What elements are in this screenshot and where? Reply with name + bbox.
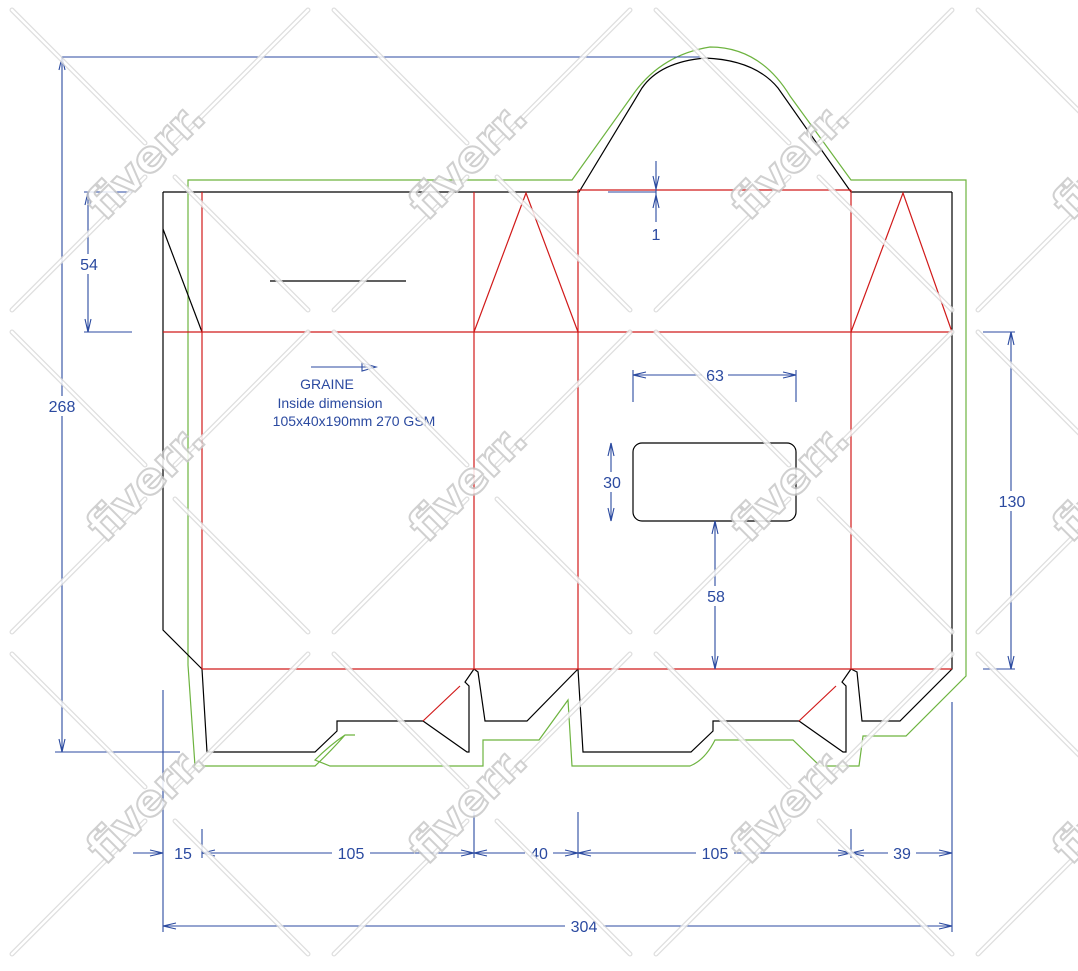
dim-window-width: 63: [706, 368, 724, 385]
svg-text:fiverr.: fiverr.: [77, 413, 216, 552]
dim-total-height: 268: [49, 399, 76, 416]
dim-glue-flap: 15: [174, 846, 192, 863]
dim-window-height: 30: [603, 475, 621, 492]
cut-outline: [162, 57, 953, 753]
dim-handle-offset: 1: [652, 227, 661, 244]
crease-lines: [163, 189, 953, 670]
spec-note: GRAINE Inside dimension 105x40x190mm 270…: [273, 362, 436, 429]
bleed-outline: [187, 46, 967, 767]
svg-text:fiverr.: fiverr.: [77, 91, 216, 230]
dim-front-height: 130: [999, 494, 1026, 511]
dim-panel-side-2: 39: [893, 846, 911, 863]
note-spec: 105x40x190mm 270 GSM: [273, 413, 436, 429]
dim-panel-front: 105: [338, 846, 365, 863]
watermark-overlay: fiverr. fiverr. fiverr. fiverr. fiverr. …: [9, 7, 1078, 954]
note-title: GRAINE: [300, 376, 354, 392]
svg-text:fiverr.: fiverr.: [1043, 91, 1078, 230]
dim-top-flap: 54: [80, 257, 98, 274]
svg-text:fiverr.: fiverr.: [721, 413, 860, 552]
svg-text:fiverr.: fiverr.: [1043, 735, 1078, 874]
dimensions: 268 54 1 63 30 58 13: [44, 56, 1030, 936]
watermark-cross-pattern: [9, 7, 1078, 954]
dim-panel-back: 105: [702, 846, 729, 863]
svg-text:fiverr.: fiverr.: [399, 413, 538, 552]
note-subtitle: Inside dimension: [277, 395, 382, 411]
dim-window-bottom: 58: [707, 589, 725, 606]
svg-text:fiverr.: fiverr.: [721, 91, 860, 230]
svg-text:fiverr.: fiverr.: [399, 91, 538, 230]
watermark-text: fiverr. fiverr. fiverr. fiverr. fiverr. …: [76, 90, 1078, 875]
svg-text:fiverr.: fiverr.: [1043, 413, 1078, 552]
dim-total-width: 304: [571, 919, 598, 936]
